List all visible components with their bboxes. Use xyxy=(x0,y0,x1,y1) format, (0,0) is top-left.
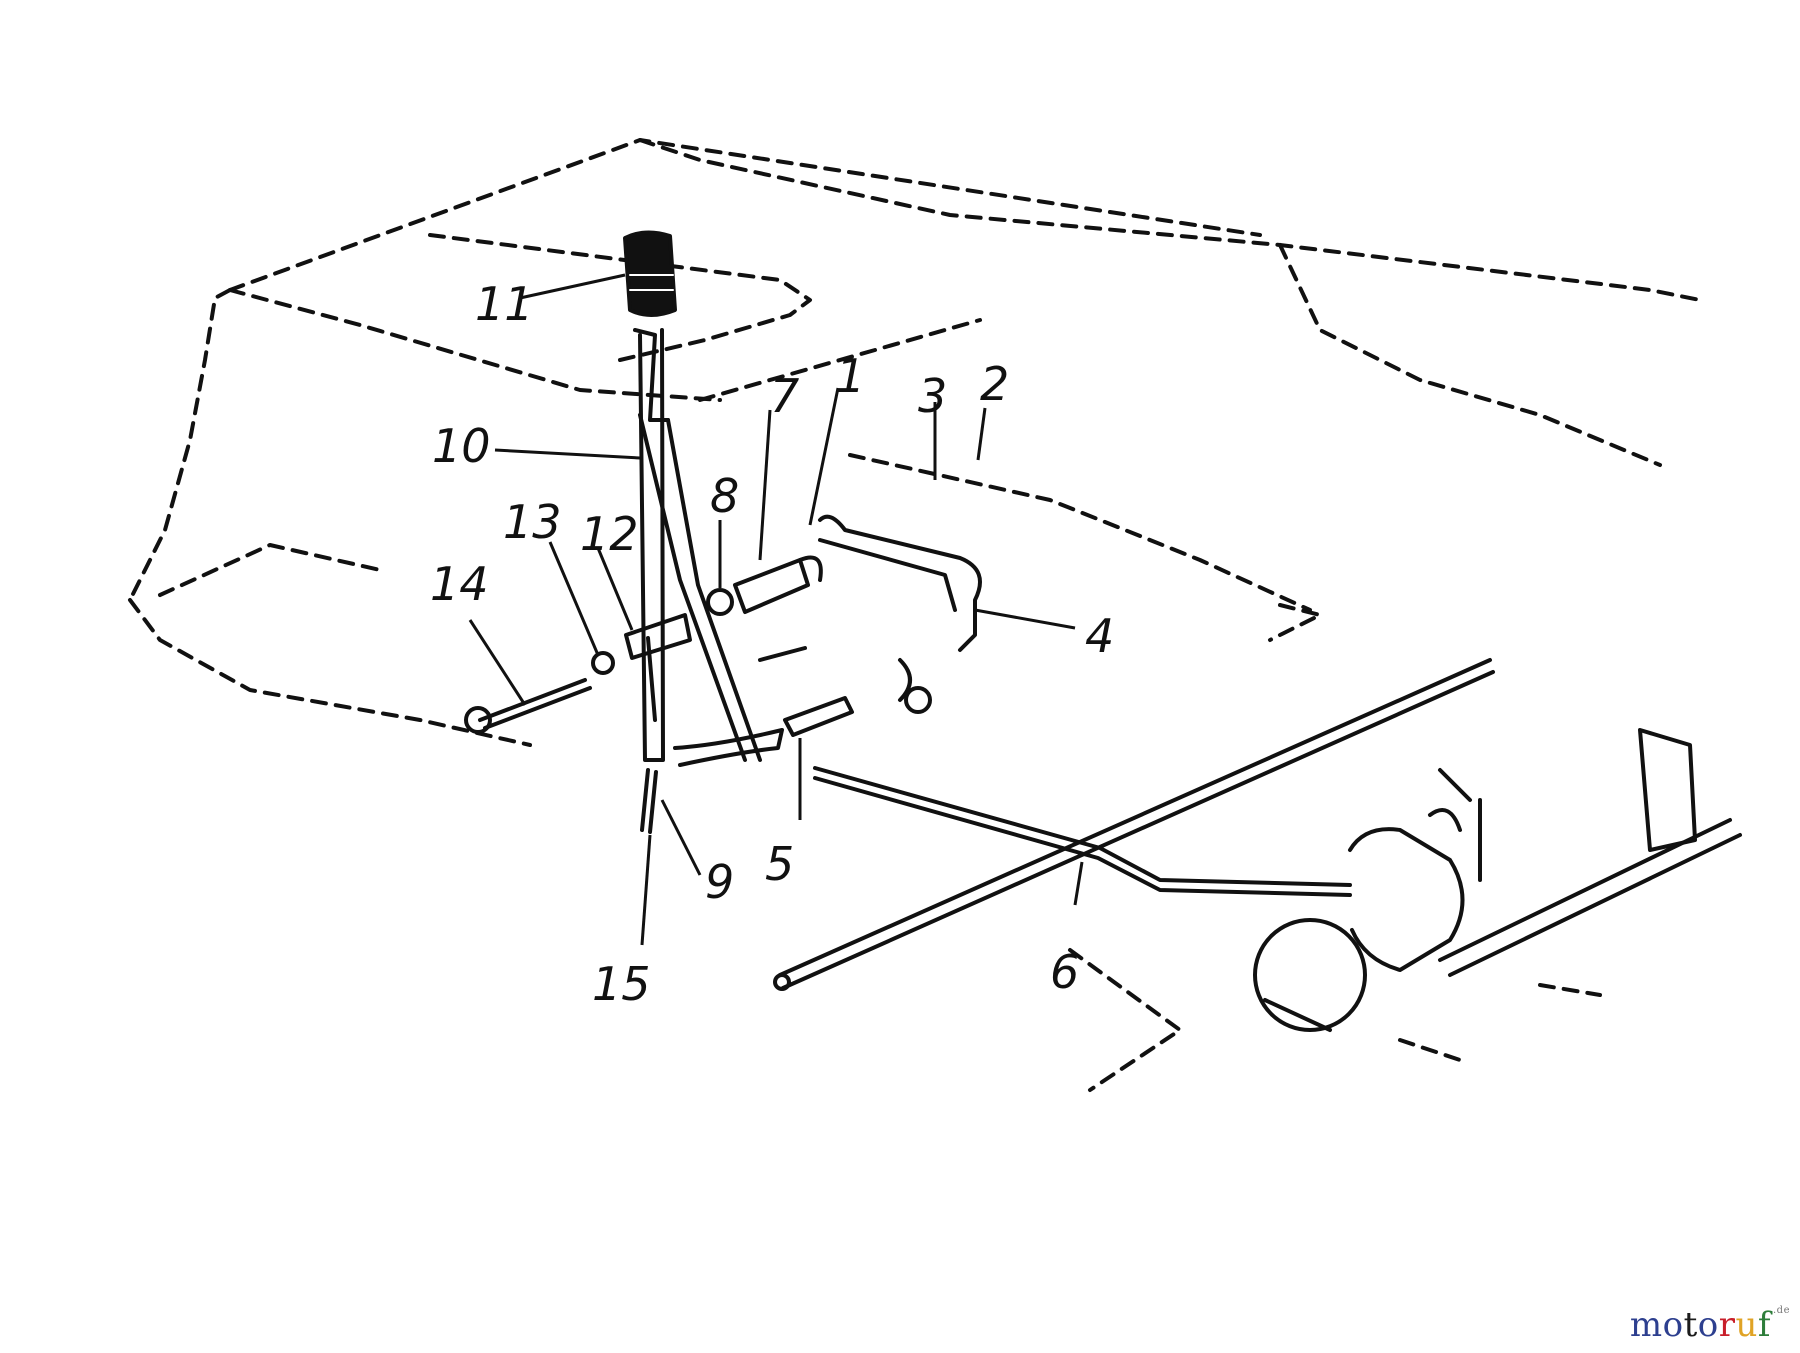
spring-bushing xyxy=(706,555,823,616)
part-number-4: 4 xyxy=(1085,609,1114,663)
part-number-14: 14 xyxy=(430,557,489,611)
part-number-9: 9 xyxy=(705,855,734,909)
axle-shaft xyxy=(773,658,1495,991)
pivot-bolt xyxy=(464,613,692,734)
part-number-13: 13 xyxy=(503,495,562,549)
part-number-10: 10 xyxy=(432,419,491,473)
transmission-assembly xyxy=(1253,728,1742,1032)
clip xyxy=(640,768,658,834)
part-number-labels: 1 2 3 4 5 6 7 8 9 10 11 12 13 14 15 xyxy=(430,277,1114,1011)
gear-lever xyxy=(633,328,784,767)
part-number-11: 11 xyxy=(475,277,534,331)
watermark-letter: m xyxy=(1629,1305,1663,1345)
leader-lines xyxy=(468,273,1084,946)
part-number-2: 2 xyxy=(980,357,1009,411)
watermark-letter: f xyxy=(1757,1305,1771,1345)
part-number-5: 5 xyxy=(765,837,794,891)
part-number-15: 15 xyxy=(592,957,651,1011)
lever-knob xyxy=(623,230,677,317)
part-number-7: 7 xyxy=(770,369,799,423)
lever-bracket xyxy=(818,514,982,702)
shift-rod xyxy=(813,766,1352,897)
watermark-letter: r xyxy=(1718,1305,1736,1345)
watermark-letter: o xyxy=(1662,1305,1684,1345)
part-number-1: 1 xyxy=(836,349,865,403)
watermark-letter: u xyxy=(1735,1305,1758,1345)
part-number-12: 12 xyxy=(580,507,639,561)
watermark-suffix: .de xyxy=(1773,1305,1790,1316)
body-outline-dashed xyxy=(128,138,1702,1092)
part-number-3: 3 xyxy=(918,369,947,423)
pin-bracket xyxy=(758,646,932,737)
part-number-8: 8 xyxy=(710,469,739,523)
part-number-6: 6 xyxy=(1050,945,1079,999)
watermark-letter: t xyxy=(1683,1305,1698,1345)
watermark-letter: o xyxy=(1697,1305,1719,1345)
motoruf-watermark-logo: motoruf.de xyxy=(1630,1305,1790,1345)
